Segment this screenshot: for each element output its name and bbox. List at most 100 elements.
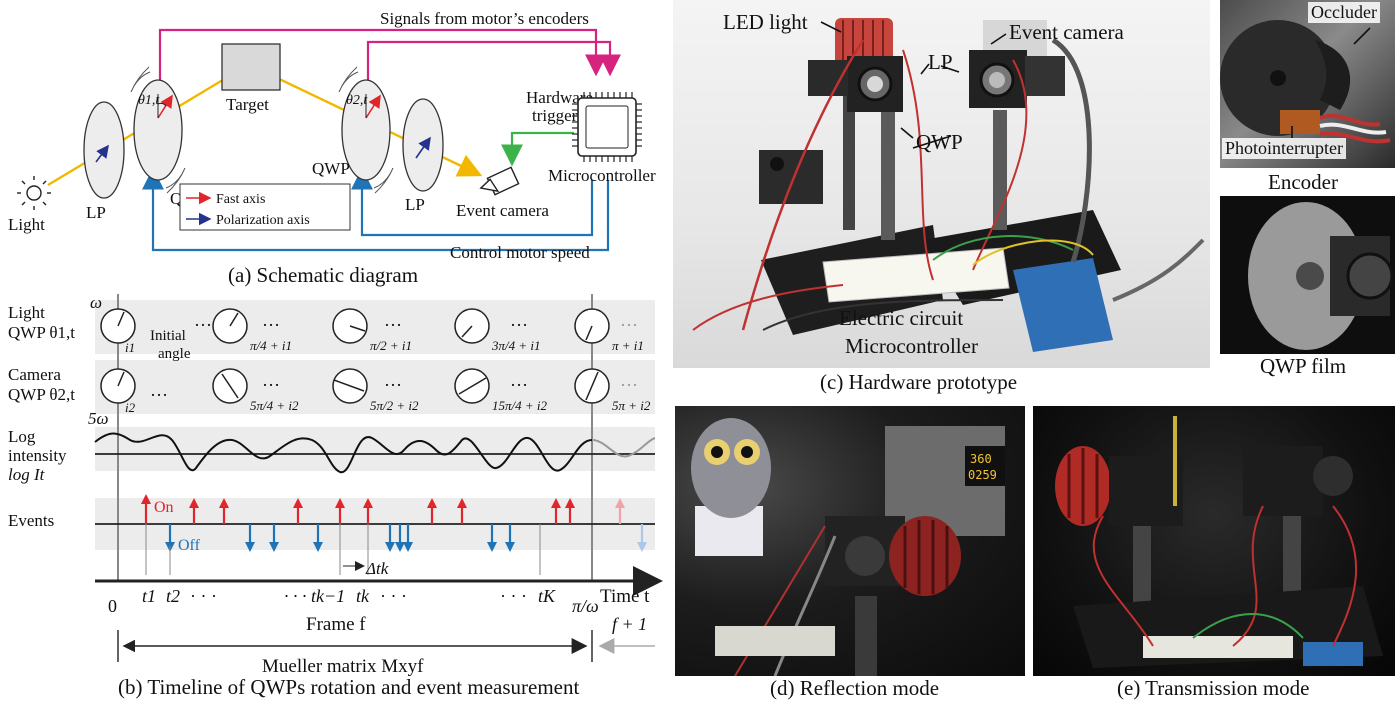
dots-9: …	[510, 370, 528, 390]
i1-label: i1	[125, 340, 135, 355]
dots-10: …	[620, 370, 638, 390]
hardware-trigger-label: Hardware	[526, 88, 593, 107]
row-camera-label: Camera	[8, 365, 61, 384]
target-label: Target	[226, 95, 269, 114]
occluder-label: Occluder	[1308, 2, 1380, 23]
control-label: Control motor speed	[450, 243, 590, 262]
prototype-qwp-label: QWP	[916, 130, 963, 154]
control-line-1	[142, 167, 610, 252]
tick-end: π/ω	[572, 596, 599, 616]
camera-qwp-dial-1	[100, 368, 136, 404]
dots-6: …	[150, 380, 168, 400]
trigger-line	[501, 131, 574, 167]
row-log-label: Log	[8, 427, 36, 446]
t-label-6: · · ·	[380, 586, 407, 606]
prototype-microcontroller-label: Microcontroller	[845, 334, 978, 358]
tick-zero: 0	[108, 596, 117, 616]
off-label: Off	[178, 537, 201, 554]
row-camera-label-2: QWP θ2,t	[8, 385, 75, 404]
microcontroller-label: Microcontroller	[548, 166, 656, 185]
target	[221, 43, 281, 91]
encoder-photo: Occluder Photointerrupter	[1220, 0, 1395, 168]
row-log-label-3: log It	[8, 465, 46, 484]
microcontroller-icon	[572, 92, 642, 162]
transmission-caption: (e) Transmission mode	[1117, 676, 1310, 700]
dots-7: …	[262, 370, 280, 390]
hardware-prototype-photo: LED light Event camera LP QWP Electric c…	[673, 0, 1210, 368]
electric-circuit-label: Electric circuit	[839, 306, 964, 330]
light-angle-3: 3π/4 + i1	[491, 338, 541, 353]
t-label-2: t2	[166, 586, 180, 606]
qwp-right-label: QWP	[312, 159, 350, 178]
initial-angle-label-2: angle	[158, 346, 191, 362]
theta1-label: θ1,t	[138, 93, 160, 108]
camera-qwp-dial-4	[454, 368, 490, 404]
prototype-event-camera-label: Event camera	[1009, 20, 1124, 44]
camera-qwp-dial-2	[212, 368, 248, 404]
theta2-label: θ2,t	[346, 93, 368, 108]
row-log-label-2: intensity	[8, 446, 67, 465]
light-angle-4: π + i1	[612, 338, 644, 353]
qwp-right-fast-axis	[365, 94, 381, 119]
photointerrupter-label: Photointerrupter	[1222, 138, 1346, 159]
delta-t-label: Δtk	[365, 559, 389, 578]
t-label-7: · · ·	[500, 586, 527, 606]
legend-polarization-axis: Polarization axis	[216, 213, 310, 228]
log-intensity-curve	[94, 432, 593, 474]
dots-5: …	[620, 310, 638, 330]
t-label-1: t1	[142, 586, 156, 606]
timeline-diagram: Light QWP θ1,t Camera QWP θ2,t Log inten…	[8, 293, 663, 699]
frame-label: Frame f	[306, 614, 366, 635]
schematic-caption: (a) Schematic diagram	[228, 263, 418, 287]
camera-angle-3: 15π/4 + i2	[492, 398, 548, 413]
light-qwp-dial-2	[212, 308, 248, 344]
schematic-diagram: Signals from motor’s encoders Control mo…	[8, 9, 656, 287]
encoder-signal-line-1	[158, 28, 607, 88]
timeline-caption: (b) Timeline of QWPs rotation and event …	[118, 675, 579, 699]
prototype-caption: (c) Hardware prototype	[820, 370, 1018, 394]
lp-right-label: LP	[405, 195, 425, 214]
on-events	[141, 494, 575, 524]
reflection-caption: (d) Reflection mode	[770, 676, 940, 700]
light-qwp-dial-3	[332, 308, 368, 344]
reflection-mode-photo: 360 0259	[675, 406, 1025, 676]
camera-angle-4: 5π + i2	[612, 398, 651, 413]
off-events	[165, 524, 515, 552]
camera-qwp-dial-3	[332, 368, 368, 404]
light-source-icon	[17, 176, 51, 210]
display-bottom: 0259	[968, 468, 997, 482]
t-label-3: · · ·	[190, 586, 217, 606]
event-camera-label: Event camera	[456, 201, 549, 220]
camera-angle-1: 5π/4 + i2	[250, 398, 299, 413]
row-light-label: Light	[8, 303, 45, 322]
light-qwp-dial-5	[574, 308, 610, 344]
legend-fast-axis: Fast axis	[216, 192, 265, 207]
display-top: 360	[970, 452, 992, 466]
lp-left-axis	[95, 144, 109, 163]
five-omega-label: 5ω	[88, 409, 109, 428]
prototype-lp-label: LP	[928, 50, 953, 74]
row-events-label: Events	[8, 511, 54, 530]
encoder-caption: Encoder	[1268, 170, 1338, 194]
mueller-label: Mueller matrix Mxyf	[262, 656, 424, 677]
hardware-trigger-label-2: trigger	[532, 106, 578, 125]
lp-right-axis	[415, 136, 431, 159]
time-label: Time t	[600, 586, 650, 607]
signals-label: Signals from motor’s encoders	[380, 9, 589, 28]
light-angle-1: π/4 + i1	[250, 338, 292, 353]
camera-angle-2: 5π/2 + i2	[370, 398, 419, 413]
dots-2: …	[262, 310, 280, 330]
next-frame-label: f + 1	[612, 614, 647, 634]
i2-label: i2	[125, 400, 136, 415]
qwp-film-caption: QWP film	[1260, 354, 1347, 378]
omega-label: ω	[90, 293, 102, 312]
t-label-5: tk	[356, 586, 370, 606]
camera-qwp-dial-5	[574, 368, 610, 404]
qwp-film-photo	[1220, 196, 1395, 354]
dots-4: …	[510, 310, 528, 330]
lp-left-disc	[83, 101, 125, 199]
light-qwp-dial-1	[100, 308, 136, 344]
row-light-label-2: QWP θ1,t	[8, 323, 75, 342]
transmission-mode-photo	[1033, 406, 1395, 676]
light-angle-2: π/2 + i1	[370, 338, 412, 353]
